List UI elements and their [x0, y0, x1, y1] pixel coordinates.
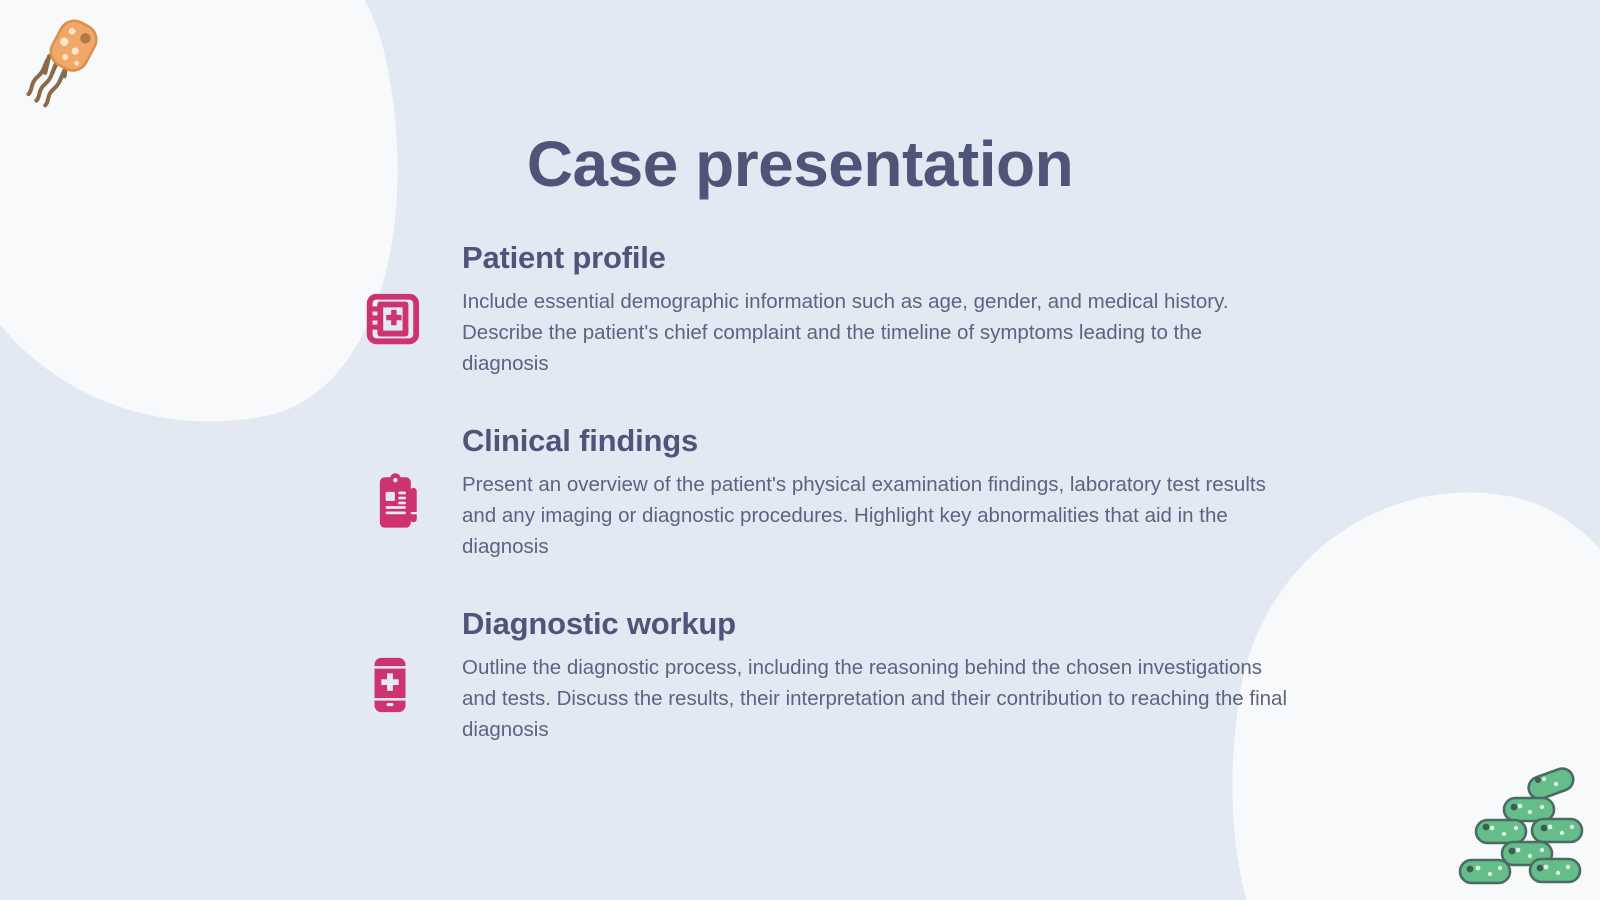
section-body: Outline the diagnostic process, includin… [462, 655, 1288, 742]
medical-record-book-icon [318, 238, 462, 350]
section-body: Include essential demographic informatio… [462, 289, 1229, 375]
section-row-diagnostic-workup: Diagnostic workup Outline the diagnostic… [318, 604, 1318, 745]
bacteria-green-cluster-icon [1458, 762, 1588, 887]
section-text-patient-profile: Patient profile Include essential demogr… [462, 238, 1318, 379]
clipboard-thermometer-icon [318, 421, 462, 533]
section-title: Clinical findings [462, 423, 699, 459]
sections-list: Patient profile Include essential demogr… [318, 238, 1318, 745]
section-title: Diagnostic workup [462, 606, 736, 642]
bacterium-orange-icon [16, 12, 116, 112]
section-row-clinical-findings: Clinical findings Present an overview of… [318, 421, 1318, 562]
section-text-diagnostic-workup: Diagnostic workup Outline the diagnostic… [462, 604, 1318, 745]
section-title: Patient profile [462, 240, 666, 275]
mobile-health-icon [318, 604, 462, 716]
section-body: Present an overview of the patient's phy… [462, 472, 1266, 559]
section-row-patient-profile: Patient profile Include essential demogr… [318, 238, 1318, 379]
page-title: Case presentation [526, 127, 1074, 200]
section-text-clinical-findings: Clinical findings Present an overview of… [462, 421, 1318, 562]
